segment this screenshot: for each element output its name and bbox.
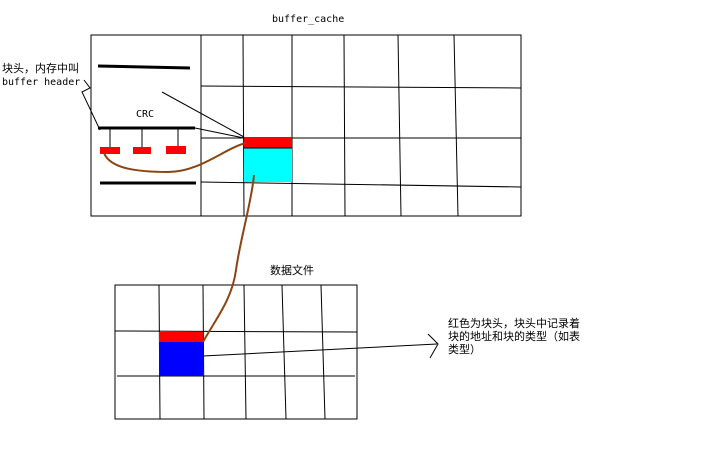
note-line-1: 红色为块头，块头中记录着 — [448, 316, 580, 330]
file-block — [159, 332, 203, 376]
data-file-grid — [114, 284, 358, 420]
block-header-label: 块头，内存中叫 — [2, 61, 79, 75]
header-link-curve — [103, 142, 247, 174]
buffer-header-schematic — [97, 64, 196, 185]
note-line-2: 块的地址和块的类型（如表 — [448, 329, 580, 343]
buffer-header-label: buffer header — [2, 77, 80, 88]
header-pointer-lines — [161, 91, 245, 139]
callout-arrow — [81, 79, 101, 131]
file-to-cache-curve — [202, 174, 255, 343]
note-arrow — [202, 333, 439, 359]
buffer-cache-grid — [90, 34, 522, 217]
cache-block — [244, 137, 292, 182]
note-line-3: 类型） — [448, 342, 481, 356]
buffer-cache-title: buffer_cache — [272, 14, 344, 25]
crc-label: CRC — [136, 109, 154, 120]
data-file-title: 数据文件 — [270, 263, 314, 277]
